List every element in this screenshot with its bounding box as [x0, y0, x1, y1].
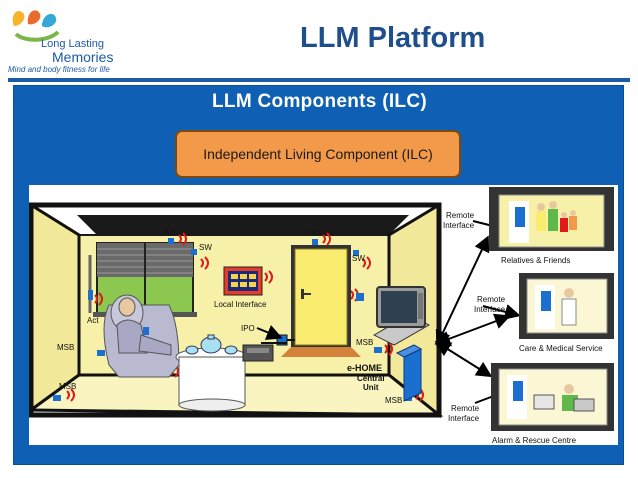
- msb-bottom-left-sensor: [53, 395, 61, 401]
- pointer-ipo: [256, 325, 283, 340]
- logo-text-line1: Long Lasting: [41, 38, 104, 50]
- logo-text-line2: Memories: [52, 49, 114, 65]
- act-window-sensor: [168, 238, 174, 244]
- remote-bottom-line1: Remote: [451, 404, 480, 413]
- tea-table: [175, 334, 249, 412]
- arrow-alarm: [434, 340, 493, 378]
- sw-door-label: SW: [352, 254, 365, 263]
- sw-window-label: SW: [199, 243, 212, 252]
- remote-bottom-caption: Alarm & Rescue Centre: [492, 436, 577, 445]
- ipo-label: IPO: [241, 324, 255, 333]
- sw-window-sensor: [191, 249, 197, 255]
- remote-mid-line1: Remote: [477, 295, 506, 304]
- msb-left-sensor: [97, 350, 105, 356]
- act-window-label: Act: [164, 228, 176, 237]
- msb-center-label: MSB: [356, 338, 373, 347]
- sw-door-sensor: [353, 250, 359, 256]
- slide-title: LLM Platform: [300, 22, 486, 54]
- remote-mid-caption: Care & Medical Service: [519, 344, 603, 353]
- remote-frame-care: [519, 273, 614, 339]
- msb-left-label: MSB: [57, 343, 74, 352]
- header-divider: [8, 78, 630, 82]
- television: [372, 286, 431, 346]
- msb-bottom-left-label: MSB: [59, 382, 76, 391]
- ilc-diagram: Act SW Act SW Act Local Interface IPO MS…: [29, 185, 618, 445]
- window: [93, 242, 197, 317]
- pointer-remote-mid: [482, 304, 521, 320]
- ehome-label-line1: e-HOME: [347, 363, 382, 373]
- arrow-care: [434, 313, 511, 347]
- panel-title: LLM Components (ILC): [212, 91, 427, 112]
- local-interface-panel: [223, 266, 263, 296]
- remote-mid-line2: Interface: [474, 305, 506, 314]
- logo: Long Lasting Memories Mind and body fitn…: [4, 4, 134, 74]
- ehome-label-line2: Central: [357, 374, 385, 383]
- remote-top-line2: Interface: [443, 221, 475, 230]
- ehome-central-unit: [395, 344, 423, 402]
- local-interface-label: Local Interface: [214, 300, 267, 309]
- act-left-label: Act: [87, 316, 99, 325]
- armchair-person: [103, 294, 180, 378]
- remote-frame-relatives: [489, 187, 614, 251]
- msb-center-sensor: [374, 347, 382, 353]
- msb-bottom-right-label: MSB: [385, 396, 402, 405]
- remote-top-line1: Remote: [446, 211, 475, 220]
- remote-top-caption: Relatives & Friends: [501, 256, 570, 265]
- remote-bottom-line2: Interface: [448, 414, 480, 423]
- connection-arrows: [256, 218, 521, 404]
- act-door-sensor: [312, 239, 318, 245]
- door-switch: [356, 293, 364, 301]
- door: [281, 245, 361, 357]
- logo-icon: [12, 10, 60, 42]
- ilc-box: Independent Living Component (ILC): [175, 130, 461, 178]
- ehome-label-line3: Unit: [363, 383, 379, 392]
- telephone: [242, 344, 274, 362]
- logo-tagline: Mind and body fitness for life: [8, 65, 110, 74]
- act-door-label: Act: [309, 228, 321, 237]
- remote-frame-alarm: [491, 363, 614, 431]
